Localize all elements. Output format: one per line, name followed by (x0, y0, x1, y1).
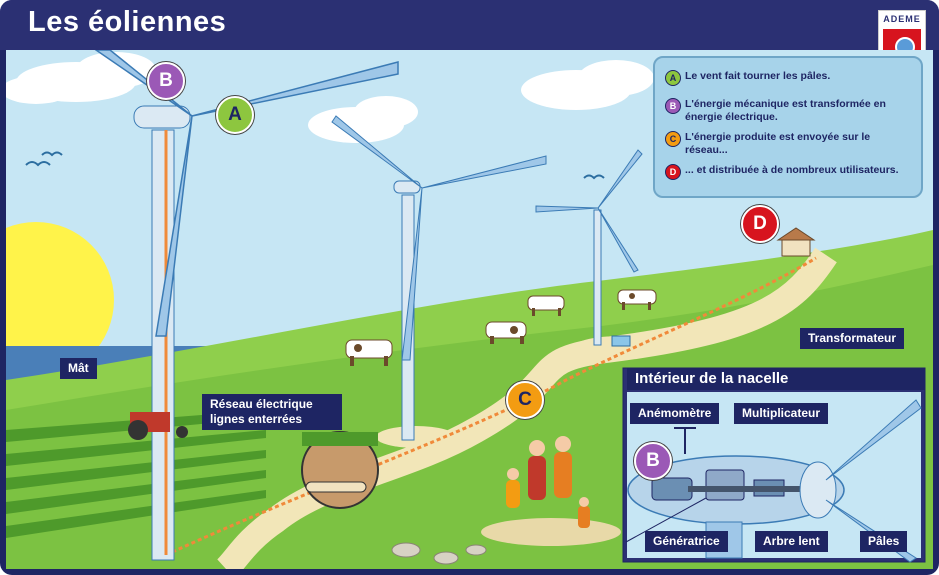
label-anemometre: Anémomètre (630, 403, 720, 424)
cow-icon (617, 289, 657, 310)
marker-b: B (147, 62, 185, 100)
turbine-blades (331, 115, 547, 361)
transformer-box (611, 335, 631, 347)
legend-text: L'énergie mécanique est transformée en é… (685, 98, 886, 123)
label-reseau: Réseau électrique lignes enterrées (202, 394, 342, 430)
underground-cable (165, 256, 817, 557)
marker-a: A (216, 96, 254, 134)
turbine-nacelle (133, 105, 191, 129)
marker-d: D (741, 205, 779, 243)
inset-title: Intérieur de la nacelle (627, 368, 925, 390)
turbine-blades (535, 149, 643, 273)
legend-badge: A (665, 70, 681, 86)
cloud-icon (308, 96, 418, 143)
turbine-tower (593, 209, 602, 346)
marker-b-inset: B (634, 442, 672, 480)
title-bar: Les éoliennes (0, 0, 939, 50)
cow-icon (345, 339, 393, 366)
legend-badge: B (665, 98, 681, 114)
legend-text: Le vent fait tourner les pâles. (685, 70, 831, 82)
bird-icon (41, 151, 63, 157)
logo-text: ADEME (883, 14, 921, 24)
legend-panel: A Le vent fait tourner les pâles. B L'én… (653, 56, 923, 198)
legend-badge: C (665, 131, 681, 147)
cow-icon (485, 321, 527, 344)
label-pales: Pâles (860, 531, 908, 552)
family-walking (481, 436, 621, 546)
legend-text: ... et distribuée à de nombreux utilisat… (685, 164, 899, 176)
tractor-icon (128, 412, 188, 440)
rocks (391, 542, 487, 565)
cable-cross-section (301, 431, 379, 509)
label-generatrice: Génératrice (645, 531, 728, 552)
label-arbre-lent: Arbre lent (755, 531, 828, 552)
bird-icon (25, 161, 51, 167)
bird-icon (583, 174, 605, 180)
label-multiplicateur: Multiplicateur (734, 403, 829, 424)
label-transformateur: Transformateur (800, 328, 905, 349)
turbine-base-path (376, 426, 456, 448)
sun-icon (6, 222, 114, 378)
marker-c: C (506, 381, 544, 419)
turbine-tower (151, 129, 175, 561)
cloud-icon (521, 60, 654, 110)
field-stripes (6, 410, 266, 538)
cow-icon (527, 295, 565, 316)
legend-badge: D (665, 164, 681, 180)
page-title: Les éoliennes (28, 6, 227, 38)
legend-text: L'énergie produite est envoyée sur le ré… (685, 131, 871, 156)
house-icon (776, 227, 816, 257)
label-mat: Mât (60, 358, 97, 379)
cloud-icon (6, 52, 156, 104)
